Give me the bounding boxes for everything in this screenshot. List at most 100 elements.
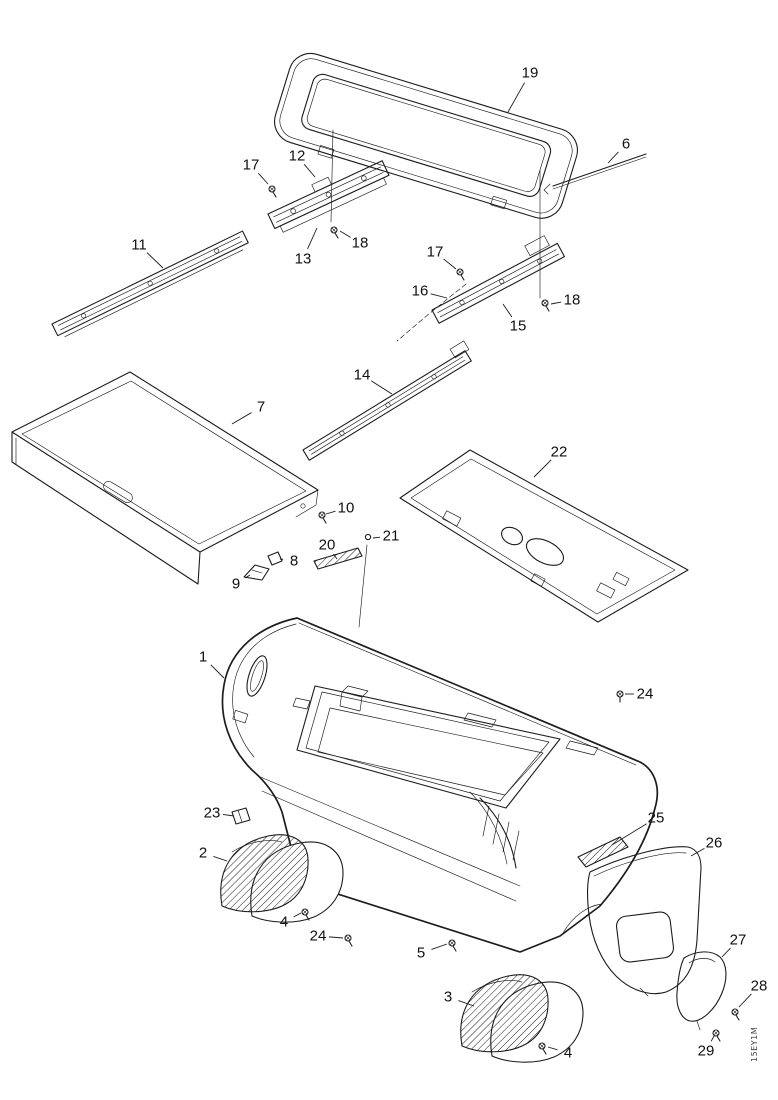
leader-line	[328, 936, 344, 939]
leader-line	[507, 82, 525, 113]
callout-label-7: 7	[257, 399, 265, 416]
main-body-part	[221, 617, 659, 953]
callout-label-19: 19	[522, 65, 539, 82]
leader-line	[293, 912, 302, 918]
slide-rail-right-part	[431, 235, 565, 324]
leader-line	[222, 814, 235, 817]
screw-part	[344, 934, 353, 947]
callout-label-25: 25	[648, 810, 665, 827]
screw-part	[318, 511, 327, 524]
callout-label-29: 29	[698, 1043, 715, 1060]
callout-label-24: 24	[637, 686, 654, 703]
leader-line	[245, 574, 251, 579]
callout-label-16: 16	[412, 283, 429, 300]
leader-line	[333, 553, 338, 560]
leader-line	[690, 848, 705, 857]
leader-line	[738, 993, 752, 1008]
leader-line	[210, 664, 225, 679]
hinge-bracket-left-part	[267, 160, 390, 233]
leader-line	[547, 1046, 558, 1051]
base-plate-part	[399, 449, 689, 623]
callout-label-23: 23	[204, 805, 221, 822]
leader-line	[213, 856, 228, 862]
callout-label-21: 21	[383, 528, 400, 545]
callout-label-20: 20	[319, 537, 336, 554]
callout-label-18: 18	[564, 292, 581, 309]
callout-label-6: 6	[622, 136, 630, 153]
callout-label-24: 24	[310, 928, 327, 945]
leader-line	[307, 227, 318, 250]
strip-20-part	[313, 547, 363, 570]
leader-line	[721, 947, 731, 958]
screw-part	[712, 1029, 721, 1042]
caster-cover-center-part	[460, 974, 584, 1063]
leader-line	[710, 1035, 715, 1042]
bracket-9-part	[243, 564, 270, 581]
callout-label-13: 13	[295, 251, 312, 268]
screw-part	[616, 690, 624, 703]
pin-21-part	[364, 533, 372, 541]
callout-label-5: 5	[417, 945, 425, 962]
leader-line	[257, 172, 269, 185]
screw-part	[541, 299, 550, 312]
doc-code: 15EY1M	[750, 1027, 759, 1062]
leader-line	[611, 823, 647, 846]
vent-strip-part	[577, 836, 629, 868]
callout-label-11: 11	[131, 237, 147, 254]
leader-line	[550, 301, 562, 305]
leader-line	[607, 151, 619, 164]
leader-line	[533, 459, 552, 478]
screw-part	[448, 939, 457, 952]
callout-label-15: 15	[510, 318, 527, 335]
support-rod-part	[543, 153, 647, 195]
leader-line	[502, 303, 513, 318]
callout-label-22: 22	[551, 444, 568, 461]
screw-part	[301, 908, 310, 921]
leader-line	[325, 510, 336, 515]
callout-label-17: 17	[427, 244, 444, 261]
leader-line	[339, 230, 351, 238]
callout-label-1: 1	[199, 649, 207, 666]
callout-label-17: 17	[243, 157, 260, 174]
callout-label-26: 26	[706, 835, 723, 852]
callout-label-4: 4	[280, 914, 288, 931]
leader-line	[303, 164, 316, 178]
slide-rail-center-part	[302, 340, 472, 461]
clip-23-part	[231, 807, 251, 825]
callout-label-3: 3	[444, 989, 452, 1006]
drawer-panel-part	[11, 371, 319, 585]
leader-line	[146, 252, 164, 269]
screws	[268, 185, 740, 1055]
assembly-guide-lines	[330, 129, 541, 628]
callout-label-28: 28	[751, 978, 768, 995]
side-panel-part	[587, 846, 702, 997]
callout-label-27: 27	[730, 932, 747, 949]
callout-label-10: 10	[338, 500, 355, 517]
callout-label-9: 9	[232, 576, 240, 593]
slide-rail-left-part	[51, 230, 249, 337]
screw-part	[538, 1042, 547, 1055]
callout-label-18: 18	[352, 235, 369, 252]
leader-line	[231, 412, 252, 425]
clip-8-part	[267, 551, 283, 566]
screw-part	[456, 268, 465, 281]
callout-label-2: 2	[199, 845, 207, 862]
leader-line	[431, 943, 448, 950]
caster-cover-left-part	[220, 834, 344, 923]
callout-label-4: 4	[564, 1045, 572, 1062]
screw-part	[731, 1008, 740, 1021]
corner-panel-part	[676, 951, 727, 1031]
leader-line	[372, 536, 381, 539]
leader-line	[458, 1000, 475, 1007]
leader-line	[371, 380, 393, 395]
top-cover-part	[274, 52, 578, 219]
leader-line	[430, 293, 448, 299]
callout-label-12: 12	[289, 148, 306, 165]
leader-line	[443, 258, 457, 270]
screw-part	[330, 226, 339, 239]
callout-label-8: 8	[290, 553, 298, 570]
screw-part	[268, 185, 277, 198]
